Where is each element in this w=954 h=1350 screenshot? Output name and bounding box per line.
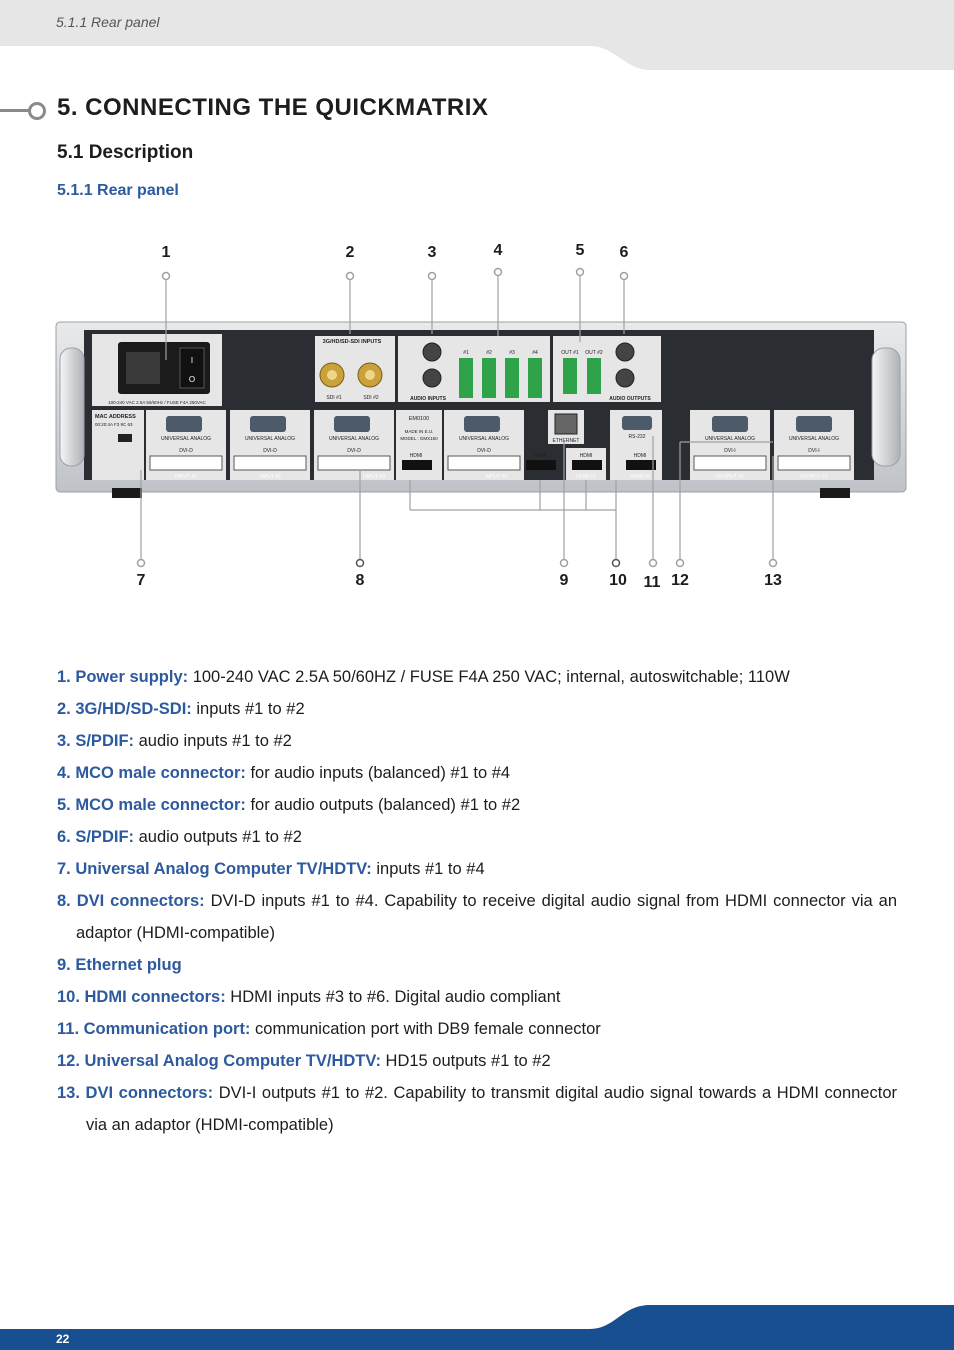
hdmi1-label: HDMI #1 <box>576 474 596 480</box>
input1-label: INPUT #1 <box>175 474 197 480</box>
dvid-label-1: DVI-D <box>179 448 193 454</box>
callout-8: 8 <box>355 572 365 589</box>
callout-2: 2 <box>345 244 355 261</box>
chapter-ring-icon <box>28 102 46 120</box>
list-item: 8. DVI connectors: DVI-D inputs #1 to #4… <box>57 892 897 942</box>
dvid-label-3: DVI-D <box>347 448 361 454</box>
list-item: 7. Universal Analog Computer TV/HDTV: in… <box>57 860 485 878</box>
out2-label: OUT #2 <box>585 350 603 356</box>
dvii-label-1: DVI-I <box>724 448 735 454</box>
callout-6: 6 <box>619 244 629 261</box>
em-label: EM0100 <box>409 416 430 422</box>
hdmi-label-2: HDMI <box>534 453 547 459</box>
list-item: 4. MCO male connector: for audio inputs … <box>57 764 511 782</box>
input-columns: UNIVERSAL ANALOG UNIVERSAL ANALOG UNIVER… <box>146 410 524 480</box>
svg-text:I: I <box>191 356 193 365</box>
ua-label-1: UNIVERSAL ANALOG <box>161 436 211 442</box>
ch3-label: #3 <box>509 350 515 356</box>
svg-text:O: O <box>189 375 195 384</box>
ethernet-label: ETHERNET <box>553 438 580 444</box>
subsection-title: 5.1.1 Rear panel <box>57 182 179 199</box>
rear-panel-figure: 1 2 3 4 5 6 7 8 9 10 11 12 13 <box>0 230 954 600</box>
dvii-label-2: DVI-I <box>808 448 819 454</box>
mac-label: MAC ADDRESS <box>95 414 136 420</box>
power-rating-label: 100-240 VAC 2.5A 50/60Hz / FUSE F4A 250V… <box>108 400 206 405</box>
top-leader-lines <box>165 276 625 360</box>
list-item: 9. Ethernet plug <box>57 956 182 974</box>
mac-value: 00:20:4A F3 9C 63 <box>95 422 133 427</box>
page-number: 22 <box>56 1332 70 1346</box>
callout-11: 11 <box>643 574 661 591</box>
list-item: 11. Communication port: communication po… <box>57 1020 601 1038</box>
output2-label: OUTPUT #2 <box>800 474 828 480</box>
hdmi-label-3: HDMI <box>580 453 593 459</box>
sdi2-label: SDI #2 <box>363 395 379 401</box>
bottom-leader-dots <box>136 558 778 568</box>
dvid-label-2: DVI-D <box>263 448 277 454</box>
made-label: MADE IN E.U. <box>405 429 434 434</box>
ua-label-out2: UNIVERSAL ANALOG <box>789 436 839 442</box>
list-item: 1. Power supply: 100-240 VAC 2.5A 50/60H… <box>57 668 790 686</box>
ua-label-out1: UNIVERSAL ANALOG <box>705 436 755 442</box>
connector-description-list: 1. Power supply: 100-240 VAC 2.5A 50/60H… <box>57 661 897 1141</box>
callout-7: 7 <box>136 572 146 589</box>
hdmi2-label: HDMI #2 <box>630 474 650 480</box>
hdmi-label-1: HDMI <box>410 453 423 459</box>
hdmi-label-4: HDMI <box>634 453 647 459</box>
callout-12: 12 <box>671 572 689 589</box>
audio-outputs-label: AUDIO OUTPUTS <box>609 396 651 402</box>
header-band <box>0 0 954 70</box>
ua-label-4: UNIVERSAL ANALOG <box>459 436 509 442</box>
top-leader-dots <box>161 267 629 281</box>
list-item: 5. MCO male connector: for audio outputs… <box>57 796 521 814</box>
callout-1: 1 <box>161 244 171 261</box>
chapter-heading: 5. CONNECTING THE QUICKMATRIX <box>0 92 954 132</box>
list-item: 3. S/PDIF: audio inputs #1 to #2 <box>57 732 292 750</box>
ua-label-3: UNIVERSAL ANALOG <box>329 436 379 442</box>
rear-panel-illustration: I O 100-240 VAC 2.5A 50/60Hz / FUSE F4A … <box>55 267 907 568</box>
footer-band <box>0 1305 954 1350</box>
bottom-leader-lines <box>140 436 774 560</box>
running-head: 5.1.1 Rear panel <box>56 14 160 30</box>
list-item: 6. S/PDIF: audio outputs #1 to #2 <box>57 828 302 846</box>
callout-3: 3 <box>427 244 437 261</box>
audio-inputs-label: AUDIO INPUTS <box>410 396 447 402</box>
model-label: MODEL : GMX150 <box>400 436 438 441</box>
out1-label: OUT #1 <box>561 350 579 356</box>
input3-label: INPUT #3 <box>363 474 385 480</box>
callout-4: 4 <box>493 242 503 259</box>
ch2-label: #2 <box>486 350 492 356</box>
chapter-title: 5. CONNECTING THE QUICKMATRIX <box>57 94 489 121</box>
output1-label: OUTPUT #1 <box>716 474 744 480</box>
ua-label-2: UNIVERSAL ANALOG <box>245 436 295 442</box>
section-title: 5.1 Description <box>57 142 194 163</box>
ch1-label: #1 <box>463 350 469 356</box>
ch4-label: #4 <box>532 350 538 356</box>
rs232-label: RS-232 <box>629 434 646 440</box>
sdi-group-label: 3G/HD/SD-SDI INPUTS <box>323 339 382 345</box>
callout-9: 9 <box>559 572 569 589</box>
callout-5: 5 <box>575 242 585 259</box>
list-item: 13. DVI connectors: DVI-I outputs #1 to … <box>57 1084 897 1134</box>
input2-label: INPUT #2 <box>259 474 281 480</box>
list-item: 2. 3G/HD/SD-SDI: inputs #1 to #2 <box>57 700 305 718</box>
list-item: 10. HDMI connectors: HDMI inputs #3 to #… <box>57 988 561 1006</box>
dvid-label-4: DVI-D <box>477 448 491 454</box>
callout-10: 10 <box>609 572 627 589</box>
list-item: 12. Universal Analog Computer TV/HDTV: H… <box>57 1052 551 1070</box>
callout-13: 13 <box>764 572 782 589</box>
sdi1-label: SDI #1 <box>326 395 342 401</box>
chapter-line-decoration <box>0 109 30 112</box>
input4-label: INPUT #4 <box>485 474 507 480</box>
